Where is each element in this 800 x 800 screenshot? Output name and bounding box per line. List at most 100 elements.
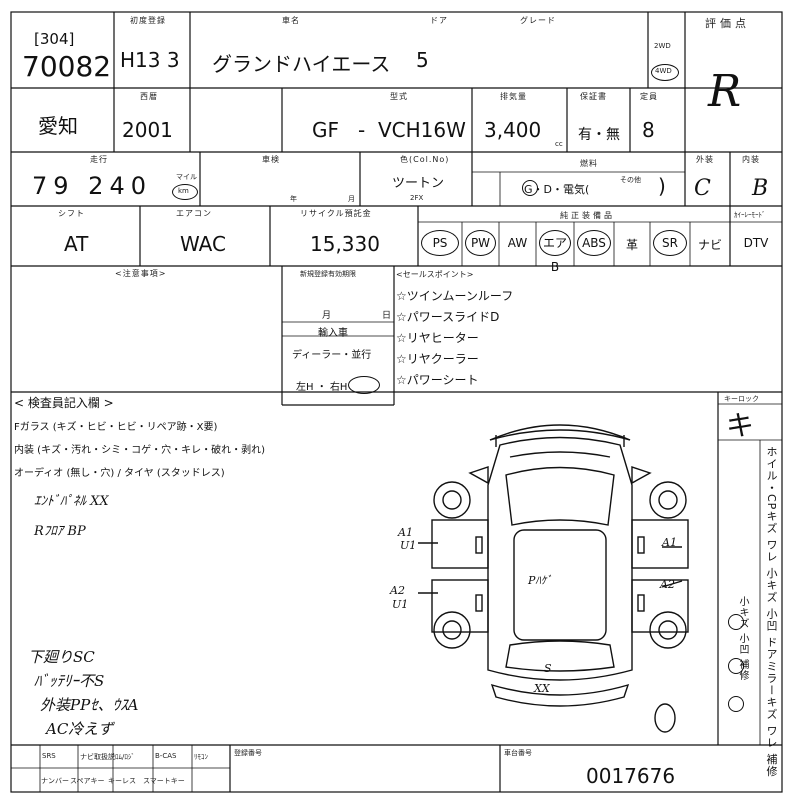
equipment-label: 純正装備品	[560, 211, 615, 220]
handwritten-note: 外装PPｾ、ｳｽA	[40, 696, 139, 714]
drive-2wd: 2WD	[654, 42, 671, 50]
equipment-item: SR	[653, 230, 687, 256]
equipment-item: AW	[507, 236, 528, 250]
inspection-month: 月	[348, 195, 355, 203]
first-reg-label: 初度登録	[130, 16, 166, 25]
sales-point: ☆リヤクーラー	[396, 352, 479, 366]
capacity-value: 8	[642, 118, 655, 142]
footer-item: ナビ取扱説	[80, 753, 115, 761]
interior-value: B	[752, 176, 769, 201]
equipment-item: エアB	[539, 230, 571, 274]
model-type-code: VCH16W	[378, 118, 466, 142]
model-name: グランドハイエース	[212, 52, 391, 76]
shift-label: シフト	[58, 209, 85, 218]
equipment-item: ABS	[577, 230, 611, 256]
mileage-unit-km: km	[178, 187, 189, 195]
year-value: 2001	[122, 118, 173, 142]
door-label: ドア	[430, 16, 448, 25]
handwritten-note: ﾊﾞｯﾃﾘｰ不S	[34, 672, 105, 690]
diagram-mark-u1-left-2: U1	[392, 598, 409, 611]
displacement-value: 3,400	[484, 118, 542, 142]
dealer-parallel: ディーラー・並行	[292, 350, 372, 361]
year-label: 西暦	[140, 92, 158, 101]
day-label: 日	[382, 311, 392, 321]
region: 愛知	[38, 114, 78, 138]
first-reg-value: H13 3	[120, 48, 180, 72]
sales-point: ☆リヤヒーター	[396, 331, 479, 345]
import-label: 輸入車	[318, 328, 348, 339]
side-circle-3	[728, 696, 744, 712]
mileage-value: 79 240	[32, 172, 152, 200]
door-count: 5	[416, 48, 429, 72]
capacity-label: 定員	[640, 92, 658, 101]
key-lock-value: キ	[726, 409, 755, 442]
mileage-label: 走行	[90, 155, 108, 164]
recycle-value: 15,330	[310, 232, 380, 256]
inspector-title: < 検査員記入欄 >	[14, 396, 114, 410]
equipment-item: PW	[465, 230, 496, 256]
lot-number: 70082	[22, 50, 112, 83]
score-value: R	[708, 66, 742, 117]
fuel-g-circle	[522, 180, 538, 196]
car-diagram	[418, 424, 689, 733]
model-type-label: 型式	[390, 92, 408, 101]
inspection-year: 年	[290, 195, 297, 203]
handwritten-note: Rﾌﾛｱ BP	[34, 524, 86, 539]
inspector-line: 内装 (キズ・汚れ・シミ・コゲ・穴・キレ・破れ・剥れ)	[14, 445, 265, 456]
right-hand-circle	[348, 376, 380, 394]
fuel-other-label: その他	[620, 176, 641, 184]
side-circle-1	[728, 614, 744, 630]
shift-value: AT	[64, 232, 89, 256]
diagram-mark-u1-left: U1	[400, 539, 417, 552]
chassis-value: 0017676	[586, 764, 676, 788]
key-lock-label: キーロック	[724, 395, 759, 403]
model-type-sep: -	[358, 118, 366, 142]
diagram-mark-xx: XX	[534, 682, 550, 695]
warranty-value: 有・無	[578, 127, 620, 143]
inspector-line: オーディオ (無し・穴) / タイヤ (スタッドレス)	[14, 468, 225, 479]
side-sub-text: 小キズ 小凹 補修	[737, 596, 748, 682]
displacement-label: 排気量	[500, 92, 527, 101]
sales-point: ☆ツインムーンルーフ	[396, 289, 514, 303]
diagram-mark-a2-left: A2	[390, 584, 405, 597]
sales-point: ☆パワーシート	[396, 373, 479, 387]
inspector-line: Fガラス (キズ・ヒビ・ヒビ・リペア跡・X要)	[14, 422, 218, 433]
aircon-label: エアコン	[176, 209, 212, 218]
recycle-label: リサイクル預託金	[300, 209, 372, 218]
interior-label: 内装	[742, 155, 760, 164]
fuel-options: G・D・電気(	[524, 183, 590, 196]
model-type-prefix: GF	[312, 118, 340, 142]
warranty-label: 保証書	[580, 92, 607, 101]
inspection-label: 車検	[262, 155, 280, 164]
diagram-mark-s: S	[544, 662, 552, 675]
grade-label: グレード	[520, 16, 556, 25]
color-value: ツートン	[392, 176, 445, 191]
diagram-mark-a2-right: A2	[660, 578, 675, 591]
handwritten-note: AC冷えず	[46, 720, 114, 738]
drive-4wd-circle	[651, 64, 679, 81]
equipment-item: ナビ	[697, 238, 722, 252]
exterior-value: C	[694, 176, 711, 201]
aircon-value: WAC	[180, 232, 226, 256]
mileage-km-circle	[172, 184, 198, 200]
exterior-label: 外装	[696, 155, 714, 164]
footer-item: ﾛﾑ/ﾛｼﾞ	[115, 753, 135, 761]
caution-label: <注意事項>	[115, 269, 167, 278]
footer-item: SRS	[42, 752, 56, 760]
equipment-item: PS	[421, 230, 459, 256]
keyless-label: ｶｲｰﾚｰﾓｰﾄﾞ	[734, 211, 766, 219]
color-label: 色(Col.No)	[400, 155, 450, 164]
drive-4wd: 4WD	[655, 67, 672, 75]
legal-label: 新規登録有効期限	[300, 270, 356, 278]
score-label: 評価点	[705, 17, 750, 30]
handle-side: 左H ・ 右H	[296, 382, 348, 393]
footer-item: スペアキー	[70, 777, 105, 785]
displacement-unit: cc	[555, 140, 563, 148]
serial-label: 登録番号	[234, 749, 262, 757]
diagram-mark-a1-left: A1	[398, 526, 413, 539]
sales-label: <セールスポイント>	[396, 270, 474, 279]
footer-item: ﾘﾓｺﾝ	[194, 753, 208, 761]
fuel-label: 燃料	[580, 159, 598, 168]
